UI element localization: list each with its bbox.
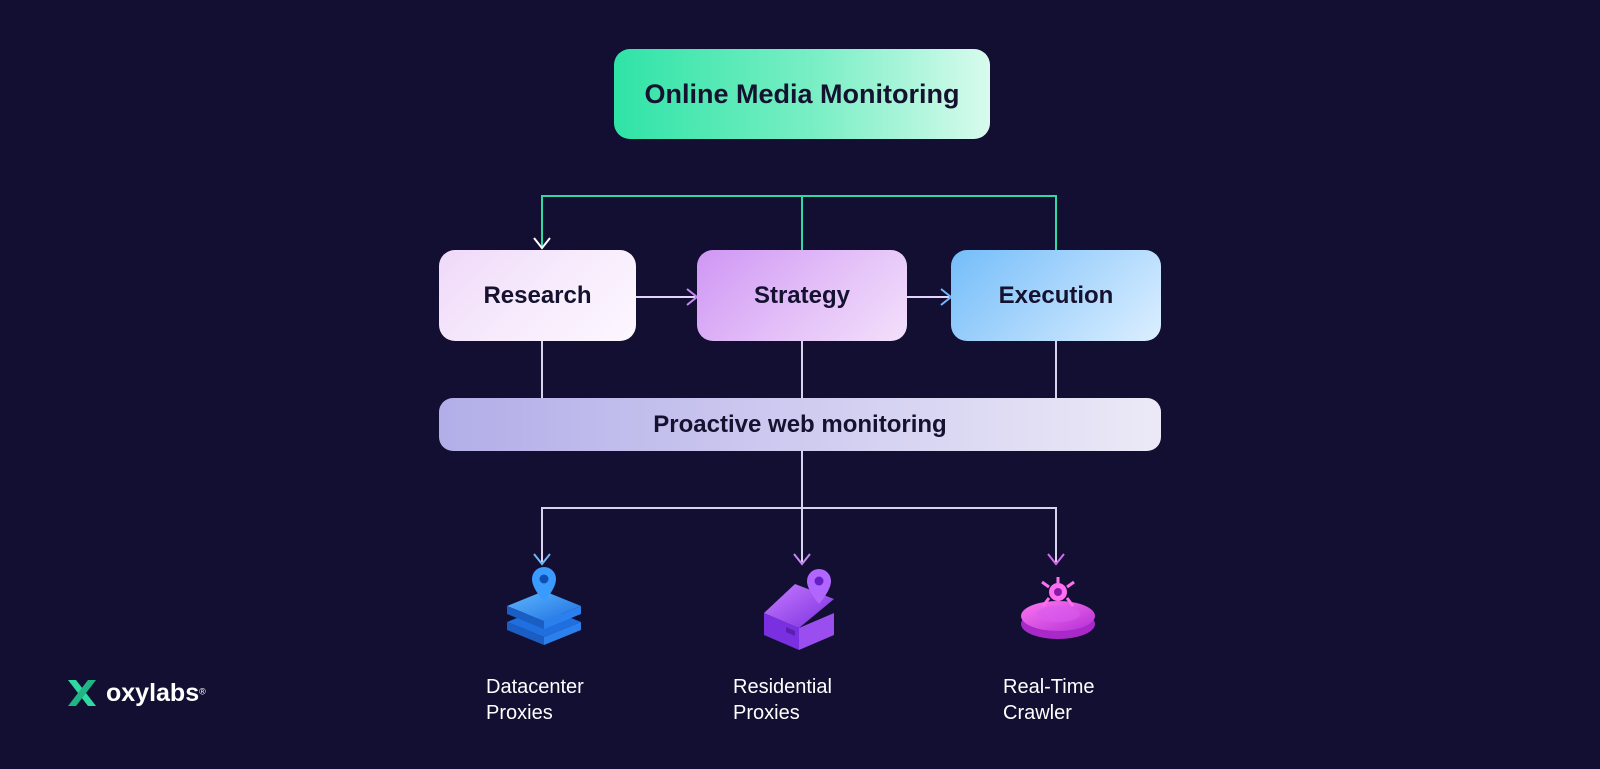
brand-name: oxylabs® (106, 678, 206, 707)
tool-label-line: Proxies (486, 702, 553, 724)
tool-label-line: Proxies (733, 702, 800, 724)
tool-label-residential: Residential Proxies (733, 674, 893, 726)
tool-label-crawler: Real-Time Crawler (1003, 674, 1163, 726)
brand-logo: oxylabs® (66, 676, 206, 710)
flow-arrow-strategy-execution (907, 288, 953, 306)
crawler-robot-icon (1021, 577, 1095, 639)
tool-label-line: Datacenter (486, 676, 584, 698)
arrow-head-datacenter (533, 553, 551, 566)
residential-house-icon (764, 569, 834, 650)
tool-label-datacenter: Datacenter Proxies (486, 674, 646, 726)
stage-to-monitoring-connectors (541, 341, 1057, 398)
tool-label-line: Crawler (1003, 702, 1072, 724)
arrow-head-crawler (1047, 553, 1065, 566)
flow-arrow-research-strategy (636, 288, 699, 306)
tool-label-line: Real-Time (1003, 676, 1095, 698)
tool-label-line: Residential (733, 676, 832, 698)
arrow-head-residential (793, 553, 811, 566)
stage-strategy: Strategy (697, 250, 907, 341)
stage-research: Research (439, 250, 636, 341)
feedback-loop-connector (541, 195, 1057, 250)
stage-execution: Execution (951, 250, 1161, 341)
oxylabs-x-icon (68, 680, 96, 706)
arrow-head-research (533, 237, 551, 250)
diagram-title: Online Media Monitoring (614, 49, 990, 139)
datacenter-server-icon (507, 567, 581, 645)
foundation-bar: Proactive web monitoring (439, 398, 1161, 451)
monitoring-to-tools-connector (541, 451, 1057, 562)
